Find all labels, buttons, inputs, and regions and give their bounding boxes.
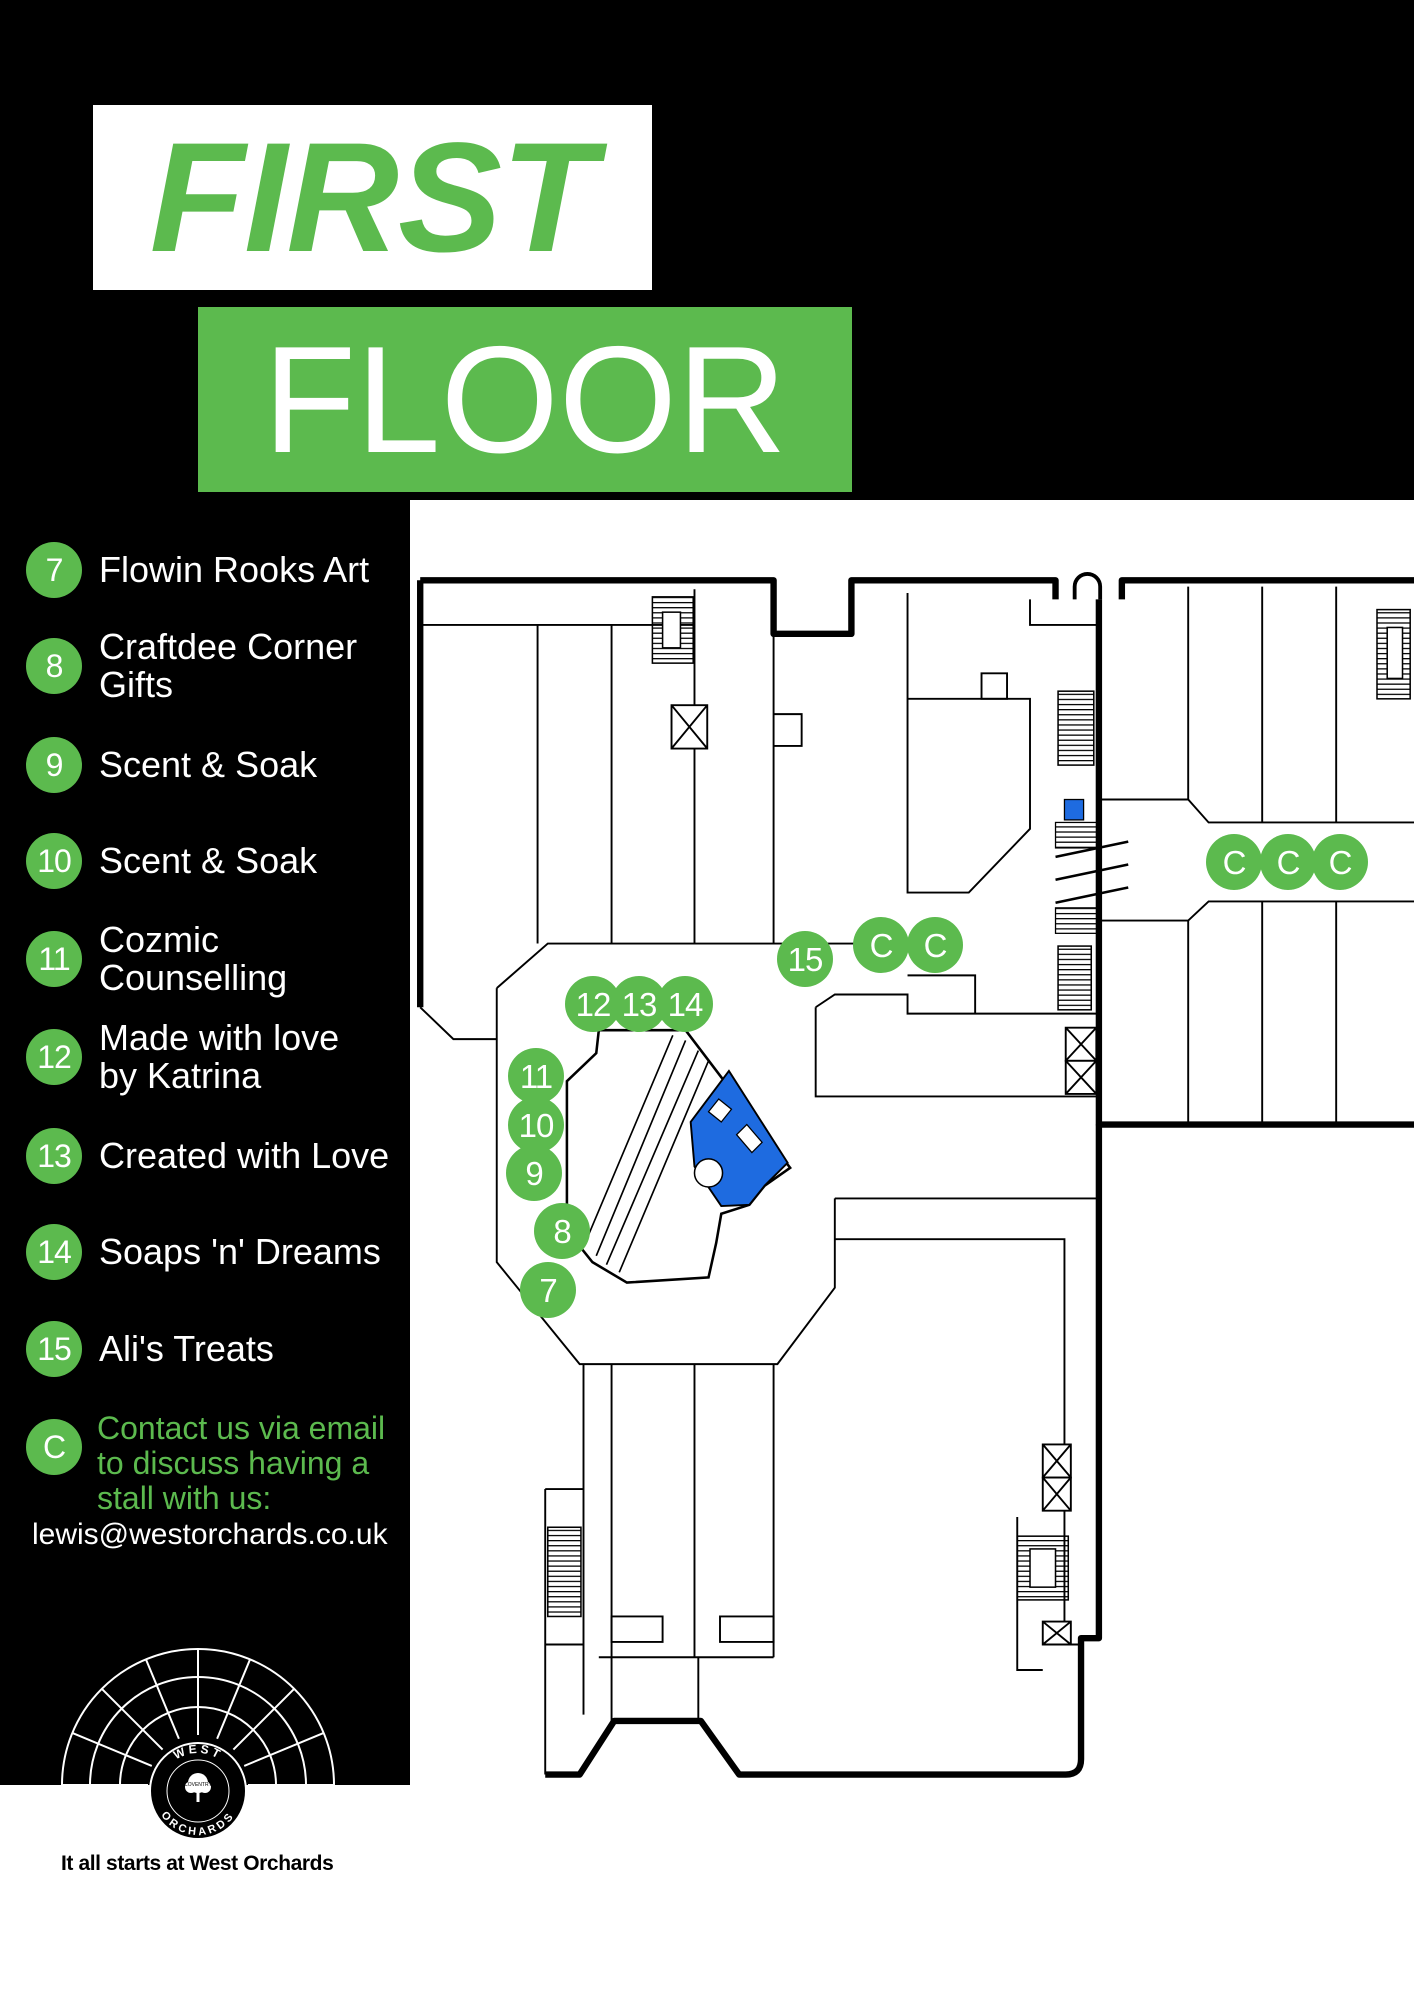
legend-label: Craftdee Corner Gifts [99,628,357,704]
legend-label-line: Made with love [99,1017,340,1058]
legend-label: Soaps 'n' Dreams [99,1233,381,1271]
map-marker-11: 11 [508,1048,564,1104]
stairs-icon [547,596,1411,1618]
lift-icon [670,704,1098,1646]
contact-line: Contact us via email [97,1410,386,1446]
legend-item-14: 14 Soaps 'n' Dreams [26,1212,381,1292]
legend-item-13: 13 Created with Love [26,1116,389,1196]
contact-text: Contact us via email to discuss having a… [97,1411,385,1516]
title-first-box: FIRST [93,105,652,290]
legend-label: Flowin Rooks Art [99,551,369,589]
legend-marker: 11 [26,931,82,987]
tagline: It all starts at West Orchards [61,1852,334,1875]
legend-marker: 15 [26,1321,82,1377]
map-marker-9: 9 [506,1145,562,1201]
legend-marker: 14 [26,1224,82,1280]
legend-item-10: 10 Scent & Soak [26,821,317,901]
legend-marker: 7 [26,542,82,598]
legend-marker: 10 [26,833,82,889]
legend-label-line: Scent & Soak [99,840,318,881]
legend-label-line: Ali's Treats [99,1328,274,1369]
legend-label: Scent & Soak [99,746,317,784]
title-floor: FLOOR [263,314,787,485]
legend-item-12: 12 Made with love by Katrina [26,1017,339,1097]
legend-label: Scent & Soak [99,842,317,880]
outer-walls [417,572,1414,1778]
title-floor-box: FLOOR [198,307,852,492]
legend-label-line: Created with Love [99,1135,390,1176]
map-marker-c: C [1312,834,1368,890]
legend-item-9: 9 Scent & Soak [26,725,317,805]
legend-label-line: by Katrina [99,1055,262,1096]
legend-item-7: 7 Flowin Rooks Art [26,530,369,610]
map-marker-7: 7 [520,1262,576,1318]
contact-line: to discuss having a [97,1445,370,1481]
west-orchards-logo: COVENTRY WEST ORCHARDS [61,1648,335,1840]
map-marker-10: 10 [508,1097,564,1153]
map-marker-14: 14 [657,976,713,1032]
legend-label: Ali's Treats [99,1330,274,1368]
legend-item-15: 15 Ali's Treats [26,1309,274,1389]
logo-top-text: WEST [171,1742,225,1763]
legend-label-line: Flowin Rooks Art [99,549,370,590]
map-marker-c: C [1260,834,1316,890]
legend-label-line: Craftdee Corner [99,626,358,667]
tree-icon [185,1773,211,1802]
map-marker-8: 8 [534,1203,590,1259]
legend-label-line: Counselling [99,957,288,998]
legend-label: Made with love by Katrina [99,1019,339,1095]
legend-marker-contact: C [26,1419,82,1475]
map-marker-c: C [1206,834,1262,890]
legend-item-11: 11 Cozmic Counselling [26,919,287,999]
map-marker-c: C [853,917,909,973]
contact-email: lewis@westorchards.co.uk [32,1518,388,1551]
legend-item-8: 8 Craftdee Corner Gifts [26,626,357,706]
logo-center-text: COVENTRY [184,1782,212,1788]
legend-marker: 13 [26,1128,82,1184]
logo-fan [61,1648,335,1786]
floor-plan [417,572,1414,1778]
legend-marker: 12 [26,1029,82,1085]
legend-label-line: Gifts [99,664,174,705]
legend-marker: 9 [26,737,82,793]
legend-label: Cozmic Counselling [99,921,287,997]
unit-walls [419,586,1414,1775]
atrium [565,1028,792,1284]
map-marker-c: C [907,917,963,973]
logo-badge: COVENTRY WEST ORCHARDS [149,1742,247,1840]
legend-label-line: Soaps 'n' Dreams [99,1231,381,1272]
logo-top-text-path: WEST [171,1742,222,1763]
legend-marker: 8 [26,638,82,694]
legend-label-line: Cozmic [99,919,220,960]
escalator-icon [1054,798,1129,934]
legend-label-line: Scent & Soak [99,744,318,785]
map-marker-15: 15 [777,931,833,987]
title-first: FIRST [149,110,597,285]
legend-label: Created with Love [99,1137,389,1175]
contact-line: stall with us: [97,1480,272,1516]
